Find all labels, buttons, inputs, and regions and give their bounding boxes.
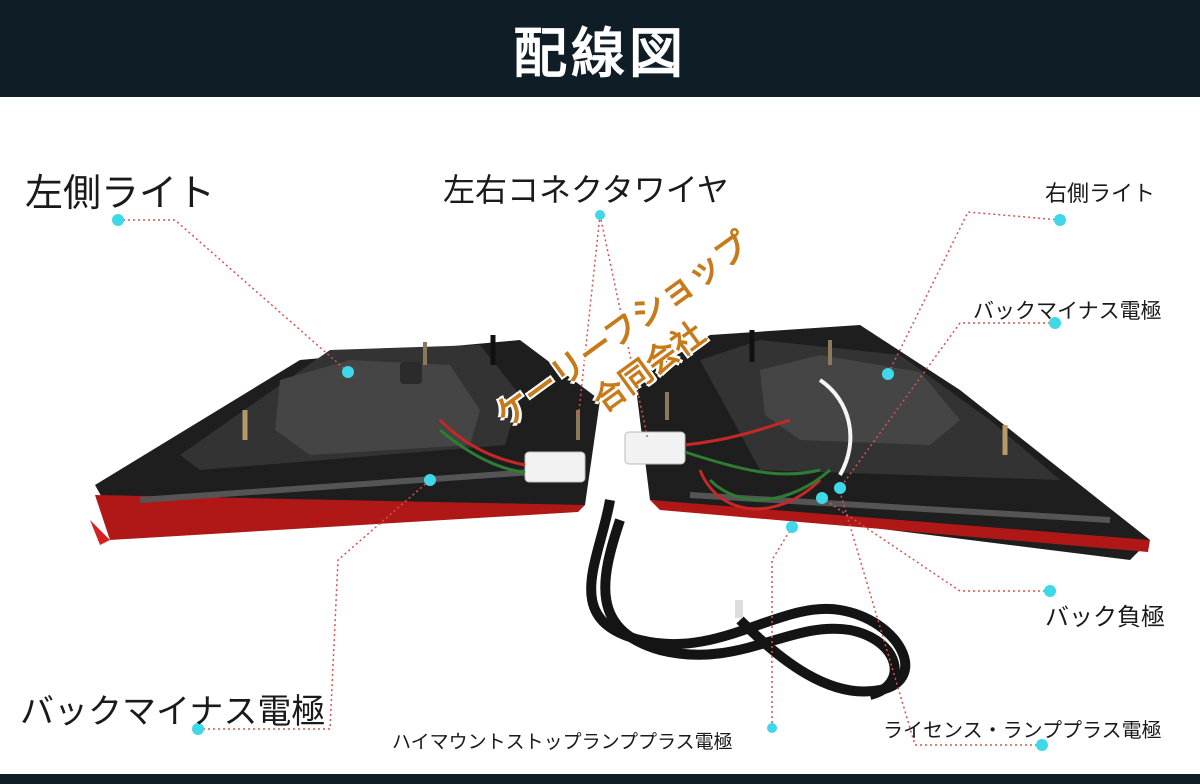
label-back-minus-right: バックマイナス電極 bbox=[973, 299, 1162, 323]
left-tail-lamp bbox=[90, 335, 600, 545]
callout-dots bbox=[112, 210, 1066, 751]
footer-bar bbox=[0, 774, 1200, 784]
label-right-light: 右側ライト bbox=[1045, 182, 1156, 207]
label-license-lamp-plus: ライセンス・ランププラス電極 bbox=[883, 718, 1162, 742]
left-connector bbox=[524, 451, 586, 483]
label-back-negative: バック負極 bbox=[1045, 603, 1165, 631]
label-back-minus-left: バックマイナス電極 bbox=[20, 692, 326, 732]
header-bar: 配線図 bbox=[0, 0, 1200, 97]
label-left-light: 左側ライト bbox=[25, 171, 216, 215]
label-connector-wire: 左右コネクタワイヤ bbox=[443, 171, 729, 209]
page-title: 配線図 bbox=[513, 22, 687, 85]
label-high-mount-stop-plus: ハイマウントストップランププラス電極 bbox=[392, 731, 733, 753]
harness-loop bbox=[586, 499, 911, 700]
leader-lines bbox=[118, 211, 1061, 746]
wire-harness bbox=[438, 378, 853, 511]
right-connector bbox=[624, 431, 686, 465]
